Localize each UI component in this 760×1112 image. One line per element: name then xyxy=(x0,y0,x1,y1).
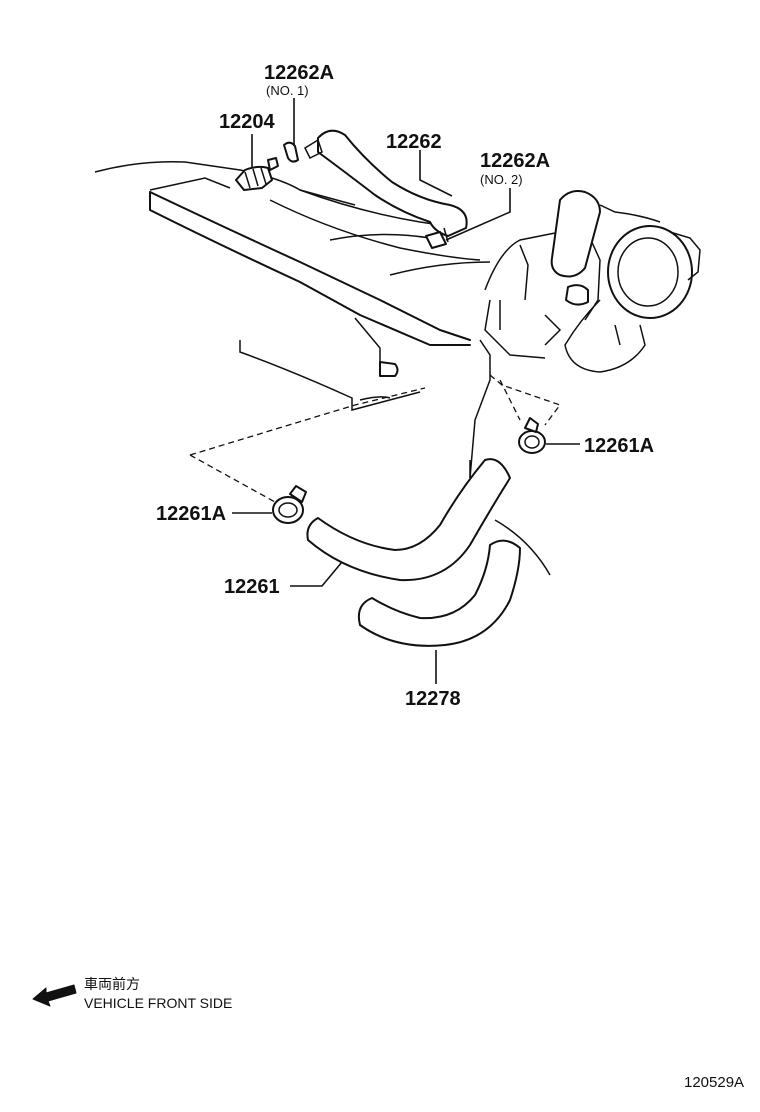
label-12204: 12204 xyxy=(219,111,275,133)
arrow-left-icon xyxy=(32,984,77,1007)
reference-dashed-lines xyxy=(189,374,562,503)
label-12261: 12261 xyxy=(224,576,280,598)
clip-12262a-no1 xyxy=(283,141,299,163)
hose-12278 xyxy=(357,539,521,647)
label-12261a-right: 12261A xyxy=(584,435,654,457)
engine-block-outline xyxy=(94,160,551,576)
part-labels: 12262A (NO. 1) 12204 12262 12262A (NO. 2… xyxy=(156,62,654,710)
label-12262a-no2: 12262A xyxy=(480,150,550,172)
label-12261a-left: 12261A xyxy=(156,503,226,525)
leader-lines xyxy=(232,98,580,684)
vehicle-front-indicator: 車両前方 VEHICLE FRONT SIDE xyxy=(32,976,232,1011)
pcv-valve-12204 xyxy=(235,157,279,191)
clamp-12261a-right xyxy=(518,417,546,454)
hose-12262 xyxy=(304,129,468,243)
label-12262a-no1-note: (NO. 1) xyxy=(266,83,309,98)
label-12262a-no1: 12262A xyxy=(264,62,334,84)
label-12262: 12262 xyxy=(386,131,442,153)
clip-12262a-no2 xyxy=(425,231,447,249)
label-12278: 12278 xyxy=(405,688,461,710)
front-label-en: VEHICLE FRONT SIDE xyxy=(84,995,232,1011)
throttle-body-assembly xyxy=(484,190,701,373)
diagram-id: 120529A xyxy=(684,1074,744,1091)
label-12262a-no2-note: (NO. 2) xyxy=(480,172,523,187)
front-label-jp: 車両前方 xyxy=(84,976,140,992)
hose-12261 xyxy=(306,458,511,582)
clamp-12261a-left xyxy=(272,485,307,524)
